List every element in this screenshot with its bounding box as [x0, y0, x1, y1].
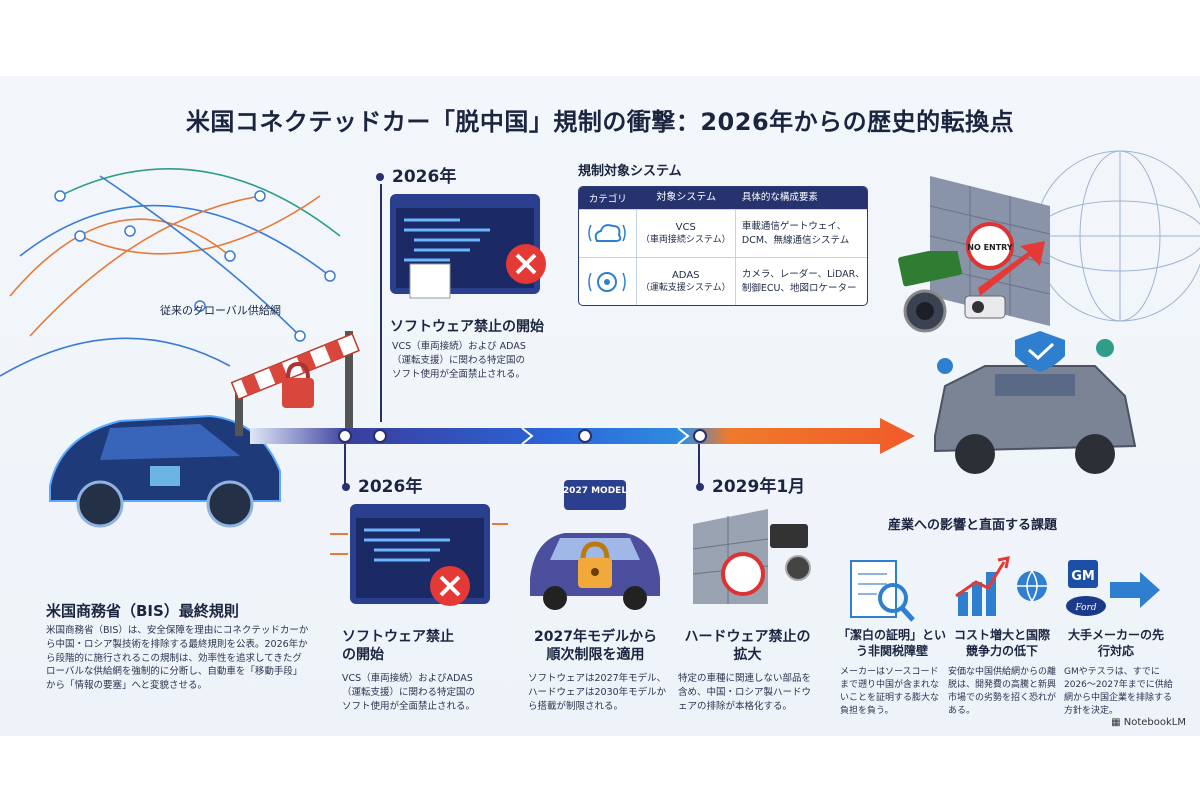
system-name: ADAS — [671, 269, 700, 281]
bis-heading: 米国商務省（BIS）最終規則 — [46, 602, 239, 620]
hardware-event-connector — [698, 444, 700, 486]
hardware-wall-illustration — [692, 509, 811, 604]
table-row: VCS （車両接続システム） 車載通信ゲートウェイ、DCM、無線通信システム — [579, 209, 867, 257]
impact-item-heading: コスト増大と国際競争力の低下 — [953, 628, 1050, 658]
table-title: 規制対象システム — [578, 164, 682, 179]
top-event-year: 2026年 — [376, 162, 456, 187]
barrier-lock-illustration — [230, 331, 360, 436]
table-row: ADAS （運転支援システム） カメラ、レーダー、LiDAR、制御ECU、地図ロケ… — [579, 257, 867, 305]
wall-globe-illustration: NO ENTRY — [929, 150, 1200, 326]
system-subname: （運転支援システム） — [640, 283, 731, 294]
hardware-parts-illustration — [898, 251, 1006, 333]
table-header-components: 具体的な構成要素 — [741, 192, 818, 204]
hardware-event-body: 特定の車種に関連しない部品を含め、中国・ロシア製ハードウェアの排除が本格化する。 — [678, 673, 812, 712]
impact-item-body: 安価な中国供給網からの離脱は、開発費の高騰と新興市場での劣勢を招く恐れがある。 — [948, 667, 1057, 717]
document-search-icon — [850, 560, 915, 622]
top-event-connector — [380, 184, 382, 422]
supply-chain-label: 従来のグローバル供給網 — [160, 304, 281, 317]
year-dot-icon — [376, 173, 384, 181]
bottom-event-year-text: 2026年 — [358, 477, 423, 497]
infographic-poster: 米国コネクテッドカー「脱中国」規制の衝撃：2026年からの歴史的転換点 従来のグ… — [0, 76, 1200, 736]
brand-icon: ▦ — [1111, 717, 1121, 728]
system-components: 車載通信ゲートウェイ、DCM、無線通信システム — [741, 221, 850, 246]
gm-logo-text: GM — [1071, 569, 1095, 584]
brand-text: NotebookLM — [1123, 717, 1186, 728]
model-event-heading: 2027年モデルから順次制限を適用 — [534, 629, 657, 664]
page-title: 米国コネクテッドカー「脱中国」規制の衝撃：2026年からの歴史的転換点 — [185, 108, 1015, 136]
software-ban-illustration — [390, 194, 546, 299]
table-header-row: カテゴリ 対象システム 具体的な構成要素 — [579, 187, 867, 209]
table-header-category: カテゴリ — [588, 194, 627, 205]
impact-item-heading: 「潔白の証明」という非関税障壁 — [838, 628, 947, 658]
ford-logo-text: Ford — [1074, 603, 1096, 613]
software-ban-illustration — [330, 504, 508, 606]
model-event-body: ソフトウェアは2027年モデル、ハードウェアは2030年モデルから搭載が制限され… — [528, 673, 667, 712]
bottom-event-heading: ソフトウェア禁止の開始 — [342, 629, 454, 664]
impact-item-body: GMやテスラは、すでに2026〜2027年までに供給網から中国企業を排除する方針… — [1064, 667, 1173, 717]
gm-ford-icon: GM Ford — [1066, 560, 1160, 616]
table-header-system: 対象システム — [656, 192, 717, 204]
hardware-event-year: 2029年1月 — [696, 472, 805, 497]
wireless-cloud-icon — [588, 223, 627, 242]
system-subname: （車両接続システム） — [640, 235, 731, 246]
connected-car-illustration — [49, 414, 281, 528]
bis-body: 米国商務省（BIS）は、安全保障を理由にコネクテッドカーから中国・ロシア製技術を… — [46, 625, 309, 692]
system-components: カメラ、レーダー、LiDAR、制御ECU、地図ロケーター — [741, 269, 865, 294]
model-car-lock-illustration: 2027 MODEL — [530, 480, 660, 610]
bottom-event-body: VCS（車両接続）およびADAS（運転支援）に関わる特定国のソフト使用が全面禁止… — [342, 673, 476, 712]
hardware-event-heading: ハードウェア禁止の拡大 — [684, 629, 811, 664]
year-dot-icon — [696, 483, 704, 491]
timeline-arrow — [250, 418, 915, 454]
regulated-systems-table: カテゴリ 対象システム 具体的な構成要素 VCS （車両接続システム） 車載通信ゲ… — [578, 186, 868, 306]
supply-network-graphic — [0, 167, 341, 377]
impact-title: 産業への影響と直面する課題 — [888, 518, 1058, 533]
impact-item-body: メーカーはソースコードまで遡り中国が含まれないことを証明する膨大な負担を負う。 — [840, 667, 940, 717]
armored-vehicle-illustration — [934, 331, 1137, 474]
camera-sensor-icon — [588, 271, 627, 292]
bottom-event-year: 2026年 — [342, 472, 422, 497]
top-event-heading: ソフトウェア禁止の開始 — [390, 319, 544, 335]
year-dot-icon — [342, 483, 350, 491]
top-event-body: VCS（車両接続）および ADAS（運転支援）に関わる特定国のソフト使用が全面禁… — [392, 341, 526, 380]
model-badge-text: 2027 MODEL — [563, 486, 627, 496]
top-event-year-text: 2026年 — [392, 167, 457, 187]
no-entry-sign-text: NO ENTRY — [967, 243, 1013, 252]
bottom-event-connector — [344, 444, 346, 486]
hardware-event-year-text: 2029年1月 — [712, 477, 806, 497]
cost-chart-globe-icon — [955, 556, 1047, 616]
system-name: VCS — [675, 221, 696, 233]
brand-logo: ▦ NotebookLM — [1111, 717, 1186, 728]
impact-item-heading: 大手メーカーの先行対応 — [1067, 628, 1164, 658]
